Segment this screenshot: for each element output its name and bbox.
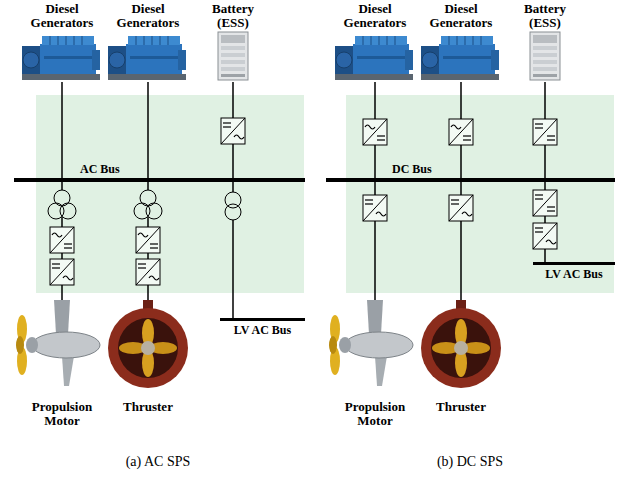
- thruster-node: Thruster: [419, 300, 503, 414]
- node-label: Propulsion Motor: [20, 400, 104, 428]
- generator-node: Diesel Generators: [333, 2, 417, 82]
- generator-picture: [22, 36, 100, 80]
- thruster-picture: [421, 300, 501, 388]
- converter-symbol: [363, 195, 387, 221]
- node-label: Thruster: [419, 400, 503, 414]
- bus-bar: AC Bus: [14, 178, 305, 182]
- generator-picture: [421, 36, 499, 80]
- thruster-picture: [108, 300, 188, 388]
- converter-region: [346, 95, 614, 293]
- node-label: Battery (ESS): [198, 2, 268, 30]
- converter-symbol: [221, 118, 245, 144]
- converter-symbol: [136, 259, 160, 285]
- node-label: AC Bus: [80, 163, 120, 176]
- battery-picture: [530, 32, 560, 80]
- subfigure-caption: (a) AC SPS: [48, 454, 268, 470]
- converter-symbol: [533, 223, 557, 249]
- node-label: LV AC Bus: [533, 268, 615, 281]
- battery-picture: [218, 32, 248, 80]
- node-label: Diesel Generators: [20, 2, 104, 30]
- converter-symbol: [533, 119, 557, 145]
- node-label: Battery (ESS): [510, 2, 580, 30]
- generator-picture: [335, 36, 413, 80]
- subfigure-caption: (b) DC SPS: [360, 454, 580, 470]
- converter-symbol: [50, 259, 74, 285]
- transformer-symbol: [225, 192, 241, 220]
- node-label: Diesel Generators: [333, 2, 417, 30]
- converter-symbol: [50, 227, 74, 253]
- generator-node: Diesel Generators: [106, 2, 190, 82]
- converter-symbol: [136, 227, 160, 253]
- propulsion-motor-node: Propulsion Motor: [20, 300, 104, 428]
- converter-symbol: [363, 119, 387, 145]
- lv-bus-bar: LV AC Bus: [533, 262, 615, 265]
- generator-node: Diesel Generators: [419, 2, 503, 82]
- node-label: LV AC Bus: [220, 324, 305, 337]
- generator-node: Diesel Generators: [20, 2, 104, 82]
- node-label: Propulsion Motor: [333, 400, 417, 428]
- transformer-symbol: [48, 190, 76, 219]
- battery-node: Battery (ESS): [198, 2, 268, 82]
- motor-picture: [16, 300, 100, 386]
- converter-symbol: [533, 190, 557, 216]
- node-label: Thruster: [106, 400, 190, 414]
- node-label: Diesel Generators: [106, 2, 190, 30]
- motor-picture: [329, 300, 413, 386]
- power-line: [147, 82, 149, 178]
- propulsion-motor-node: Propulsion Motor: [333, 300, 417, 428]
- thruster-node: Thruster: [106, 300, 190, 414]
- generator-picture: [108, 36, 186, 80]
- node-label: Diesel Generators: [419, 2, 503, 30]
- bus-bar: DC Bus: [326, 178, 615, 182]
- converter-symbol: [449, 195, 473, 221]
- converter-region: [36, 95, 304, 293]
- lv-bus-bar: LV AC Bus: [220, 318, 305, 321]
- battery-node: Battery (ESS): [510, 2, 580, 82]
- transformer-symbol: [134, 190, 162, 219]
- power-line: [61, 82, 63, 178]
- converter-symbol: [449, 119, 473, 145]
- node-label: DC Bus: [392, 163, 432, 176]
